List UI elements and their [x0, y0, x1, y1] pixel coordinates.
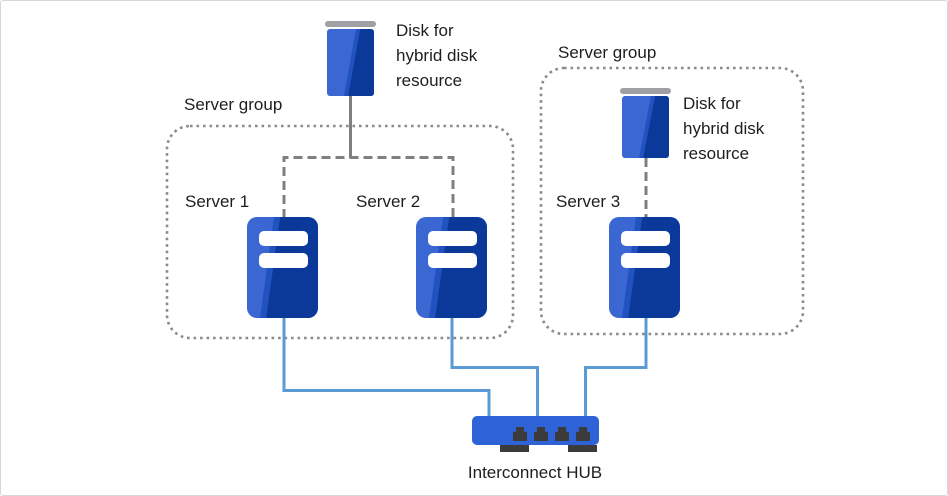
hub-foot: [568, 445, 597, 452]
server-1-icon: [247, 217, 318, 318]
server1-hub-line: [282, 317, 491, 417]
drive-slot: [428, 231, 477, 246]
hybrid-disk-icon-shared: [325, 21, 376, 96]
server-2-label: Server 2: [356, 192, 421, 211]
disk-cap: [325, 21, 376, 27]
drive-slot: [259, 231, 308, 246]
server-group-1-label: Server group: [184, 95, 283, 114]
server-group-1-border: [165, 124, 515, 340]
server-1-label: Server 1: [185, 192, 250, 211]
drive-slot: [621, 231, 670, 246]
server-3-label: Server 3: [556, 192, 621, 211]
drive-slot: [428, 253, 477, 268]
server-3-icon: [609, 217, 680, 318]
hub-port: [534, 427, 548, 441]
drive-slot: [621, 253, 670, 268]
shared-disk-branch-line: [282, 156, 455, 218]
server-2-icon: [416, 217, 487, 318]
group2-disk-label: Disk for hybrid disk resource: [683, 94, 765, 163]
disk-body: [622, 96, 669, 158]
hub-port: [513, 427, 527, 441]
server2-hub-line: [450, 317, 539, 417]
disk-body: [327, 29, 374, 96]
disk-cap: [620, 88, 671, 94]
hybrid-disk-icon-group2: [620, 88, 671, 158]
drive-slot: [259, 253, 308, 268]
server-group-2-label: Server group: [558, 43, 657, 62]
hub-port: [555, 427, 569, 441]
hub-foot: [500, 445, 529, 452]
server3-hub-line: [584, 317, 648, 417]
top-disk-label: Disk for hybrid disk resource: [396, 21, 478, 90]
hub-port: [576, 427, 590, 441]
interconnect-hub-icon: [472, 416, 599, 453]
hub-label: Interconnect HUB: [467, 463, 603, 482]
